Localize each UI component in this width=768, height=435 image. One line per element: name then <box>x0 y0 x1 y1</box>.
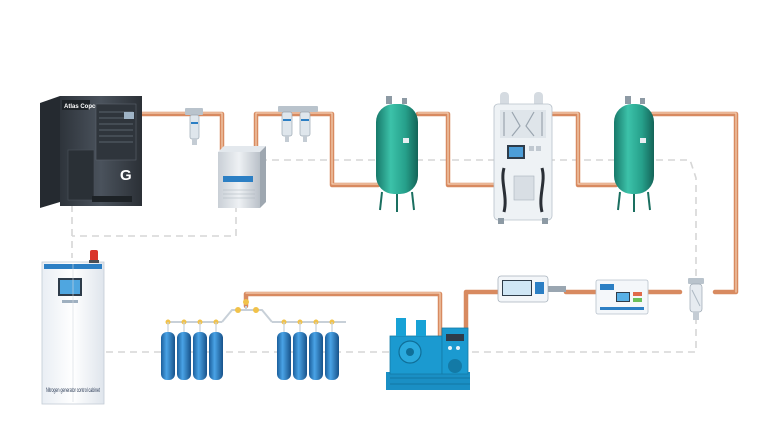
flowmeter-icon <box>497 275 566 303</box>
generator-icon <box>493 92 553 224</box>
compressor-brand: Atlas Copco <box>64 104 99 110</box>
cylinder-icon <box>193 332 207 380</box>
cylinder-icon <box>309 332 323 380</box>
cylinder-icon <box>161 332 175 380</box>
cylinder-group-left <box>161 332 223 380</box>
analyzer-icon <box>595 279 649 315</box>
cylinder-group-right <box>277 332 339 380</box>
cabinet-footer-label: Nitrogen generator control cabinet <box>46 388 100 394</box>
cylinder-icon <box>177 332 191 380</box>
cylinder-icon <box>293 332 307 380</box>
cylinder-manifold <box>165 299 346 332</box>
filter-icon <box>185 108 203 145</box>
cylinder-icon <box>209 332 223 380</box>
compressor-letter: G <box>120 167 132 184</box>
tank-icon <box>614 96 654 212</box>
tank-icon <box>376 96 418 212</box>
filter-icon <box>688 278 704 320</box>
control-cabinet-icon: Nitrogen generator control cabinet <box>41 261 105 405</box>
booster-icon <box>386 318 470 390</box>
cylinder-icon <box>325 332 339 380</box>
filter-icon <box>278 106 318 142</box>
dryer-icon <box>218 146 266 208</box>
copper-pipes <box>139 111 739 339</box>
cylinder-icon <box>277 332 291 380</box>
alarm-light-icon <box>89 250 99 263</box>
air-compressor-icon: Atlas Copco G <box>40 96 142 208</box>
